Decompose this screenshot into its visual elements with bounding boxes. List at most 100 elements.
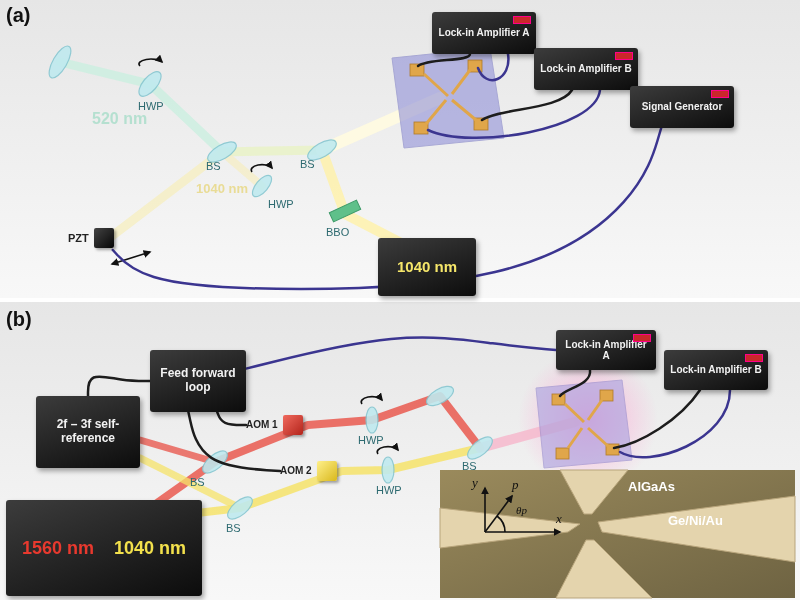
wavelength-label: 520 nm	[92, 110, 147, 128]
sample-chip	[452, 70, 470, 94]
optic-label: BS	[226, 522, 241, 534]
sample-chip	[568, 428, 582, 448]
sample-chip	[588, 428, 608, 446]
box-text: Lock-in Amplifier B	[670, 364, 761, 376]
signal-cable	[217, 412, 246, 425]
optic-element	[464, 433, 496, 463]
box-text: Feed forward loop	[156, 367, 240, 395]
sample-micrograph	[484, 488, 486, 532]
bbo-crystal	[329, 200, 360, 222]
optic-label: BS	[206, 160, 221, 172]
optic-label: BS	[462, 460, 477, 472]
part-label: PZT	[68, 232, 89, 245]
device-block	[94, 228, 114, 248]
sample-chip	[424, 70, 476, 124]
sample-chip	[392, 48, 504, 148]
laser-source: 1040 nm	[378, 238, 476, 296]
sample-glow	[518, 350, 658, 490]
wavelength-label: 1040 nm	[196, 182, 248, 196]
sample-chip	[552, 394, 565, 405]
signal-wire	[482, 90, 572, 120]
sample-chip	[556, 448, 569, 459]
optic-element	[224, 493, 256, 523]
optic-label: HWP	[376, 484, 402, 496]
panel-background	[0, 302, 800, 600]
optic-element	[366, 407, 378, 433]
sample-chip	[536, 380, 632, 468]
sample-micrograph	[485, 488, 560, 532]
sample-micrograph	[497, 516, 505, 532]
instrument-display	[745, 354, 763, 362]
piezo-stage: PZT	[68, 226, 132, 250]
optic-element	[382, 457, 394, 483]
sample-micrograph	[556, 540, 652, 598]
aom-modulator: AOM 1	[246, 412, 320, 438]
box-text: Lock-in Amplifier B	[540, 63, 631, 75]
optic-element	[424, 382, 457, 409]
instrument-display	[615, 52, 633, 60]
device-block	[283, 415, 303, 435]
aom-modulator: AOM 2	[280, 458, 354, 484]
feed-forward-box: Feed forward loop	[150, 350, 246, 412]
rotation-arrow	[139, 59, 398, 454]
sample-chip	[565, 404, 584, 422]
axis-label: y	[472, 476, 478, 490]
material-label: Ge/Ni/Au	[668, 514, 723, 528]
sample-micrograph	[560, 470, 628, 514]
signal-wire	[418, 54, 470, 66]
sample-micrograph	[440, 508, 580, 548]
part-label: AOM 1	[246, 419, 278, 431]
crystal-label: BBO	[326, 226, 349, 238]
lock-in-amplifier: Lock-in Amplifier B	[534, 48, 638, 90]
optic-label: HWP	[268, 198, 294, 210]
sample-chip	[588, 400, 602, 420]
panel-background	[0, 0, 800, 298]
box-text: Lock-in Amplifier A	[439, 27, 530, 39]
sample-glow	[518, 350, 658, 490]
instrument-display	[633, 334, 651, 342]
box-text: 2f – 3f self-reference	[42, 418, 134, 446]
panel-label: (a)	[6, 4, 30, 26]
optic-element	[45, 43, 75, 81]
sample-micrograph	[485, 531, 560, 533]
box-text: 1560 nm	[22, 538, 94, 559]
sample-chip	[426, 100, 446, 124]
sample-chip	[410, 60, 488, 134]
laser-source: 1560 nm1040 nm	[6, 500, 202, 596]
optic-label: HWP	[138, 100, 164, 112]
sample-chip	[424, 74, 448, 96]
signal-wire	[560, 370, 590, 396]
optic-label: BS	[300, 158, 315, 170]
sample-micrograph	[440, 470, 795, 598]
bbo-crystal	[329, 200, 360, 222]
box-text: Signal Generator	[642, 101, 723, 113]
axis-label: x	[556, 512, 562, 526]
sample-micrograph	[440, 470, 795, 598]
lock-in-amplifier: Lock-in Amplifier B	[664, 350, 768, 390]
rotation-arrow	[377, 447, 398, 454]
sample-chip	[552, 390, 619, 459]
angle-label: θp	[516, 504, 527, 516]
signal-wire	[614, 390, 700, 448]
rotation-arrow	[139, 59, 162, 66]
instrument-display	[711, 90, 729, 98]
rotation-arrow	[361, 397, 382, 404]
sample-chip	[565, 400, 608, 448]
signal-wire	[478, 54, 508, 80]
signal-cable	[188, 412, 280, 471]
vector-label: p	[512, 478, 519, 492]
optic-element	[249, 172, 275, 200]
sample-chip	[452, 100, 476, 120]
laser-beam	[60, 62, 222, 152]
lock-in-amplifier: Lock-in Amplifier A	[556, 330, 656, 370]
optic-label: HWP	[358, 434, 384, 446]
device-block	[317, 461, 337, 481]
box-text: 1040 nm	[397, 258, 457, 275]
instrument-display	[513, 16, 531, 24]
sample-chip	[600, 390, 613, 401]
part-label: AOM 2	[280, 465, 312, 477]
self-reference-box: 2f – 3f self-reference	[36, 396, 140, 468]
panel-label: (b)	[6, 308, 32, 330]
